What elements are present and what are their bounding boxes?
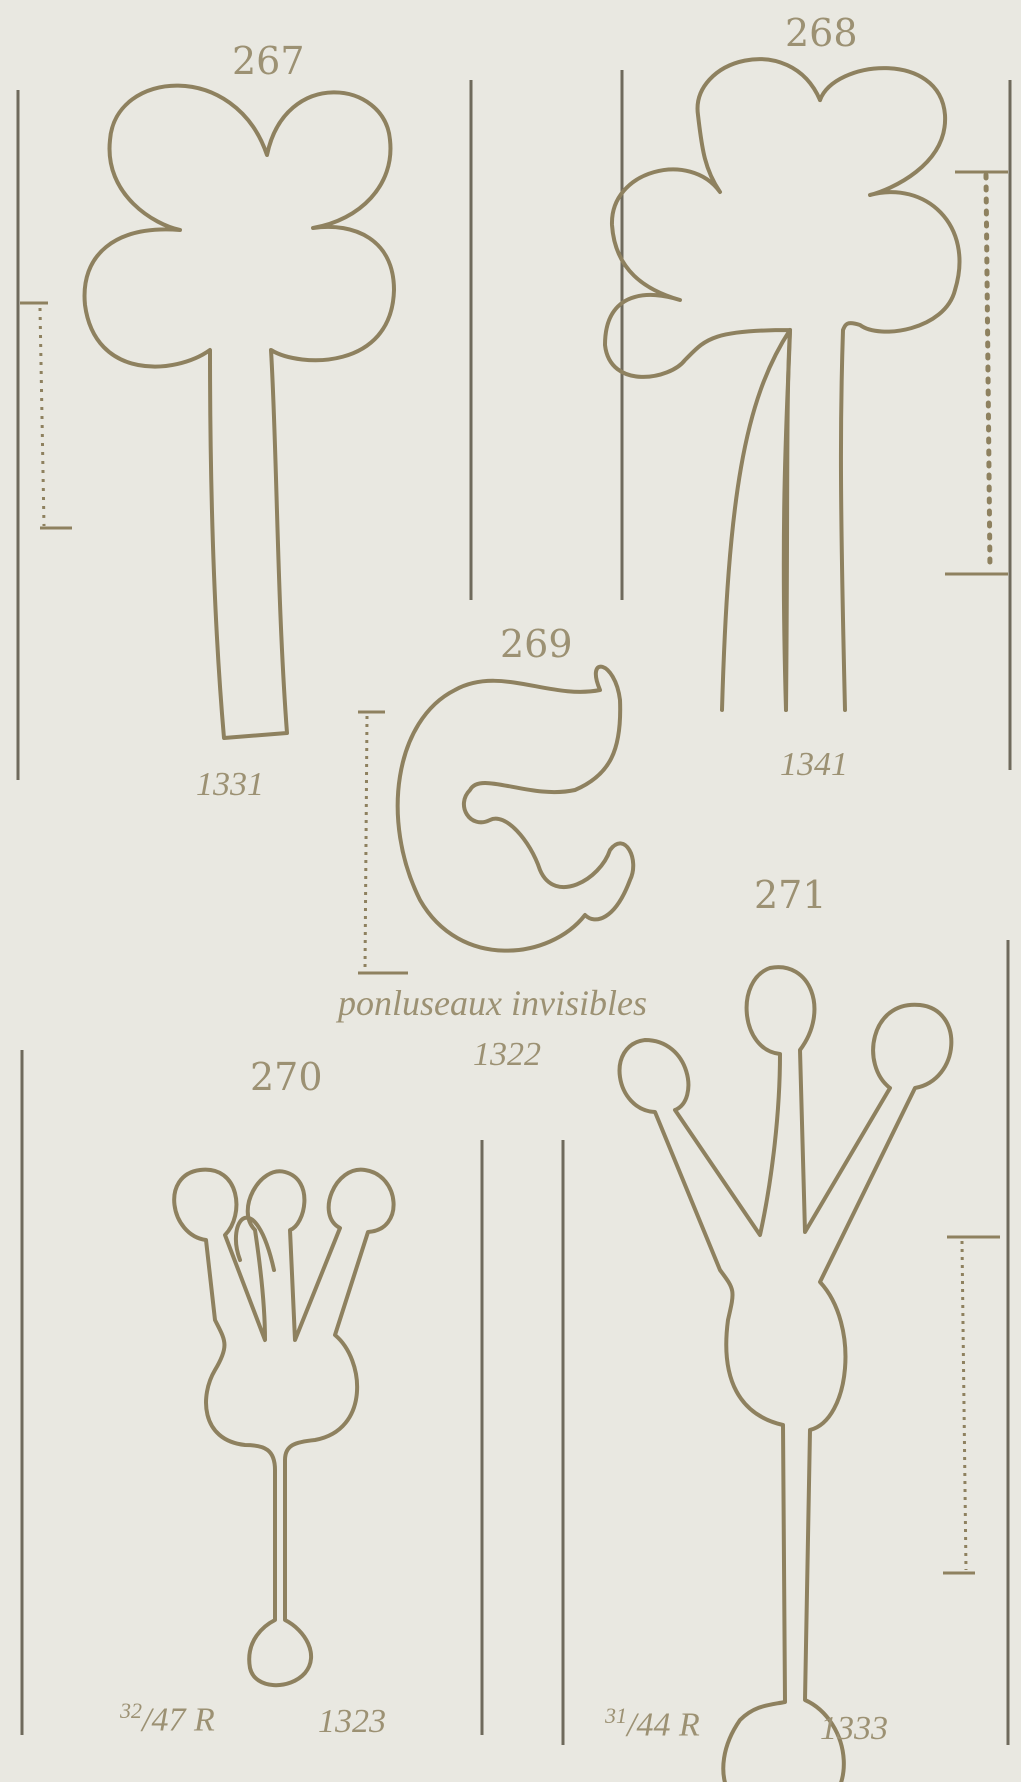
catalog-number: 1322 (473, 1038, 541, 1072)
hook-269 (398, 667, 634, 951)
ratio-denominator: 47 R (151, 1701, 214, 1738)
scale-marker (943, 1237, 1000, 1573)
scale-marker (20, 303, 72, 528)
ratio-numerator: 31 (605, 1703, 627, 1728)
catalog-number: 1333 (820, 1712, 888, 1746)
ratio-denominator: 44 R (636, 1706, 699, 1743)
figure-number: 269 (500, 625, 573, 663)
trident-271 (620, 967, 952, 1782)
catalog-number: 1331 (196, 768, 264, 802)
note-text: ponluseaux invisibles (338, 985, 647, 1021)
scale-markers (20, 172, 1008, 1573)
format-ratio: 32/47 R (120, 1700, 215, 1737)
quatrefoil-268-stem (786, 330, 790, 710)
trident-270 (174, 1170, 393, 1686)
figure-number: 268 (785, 14, 858, 52)
figure-number: 270 (250, 1058, 323, 1096)
catalog-number: 1341 (780, 748, 848, 782)
catalog-number: 1323 (318, 1705, 386, 1739)
figure-number: 267 (232, 42, 305, 80)
format-ratio: 31/44 R (605, 1705, 700, 1742)
figure-number: 271 (754, 876, 827, 914)
trefoil-267 (85, 86, 394, 738)
chain-lines (18, 70, 1010, 1745)
watermark-outlines (85, 59, 960, 1782)
ratio-numerator: 32 (120, 1698, 142, 1723)
quatrefoil-268-upper (820, 68, 959, 710)
